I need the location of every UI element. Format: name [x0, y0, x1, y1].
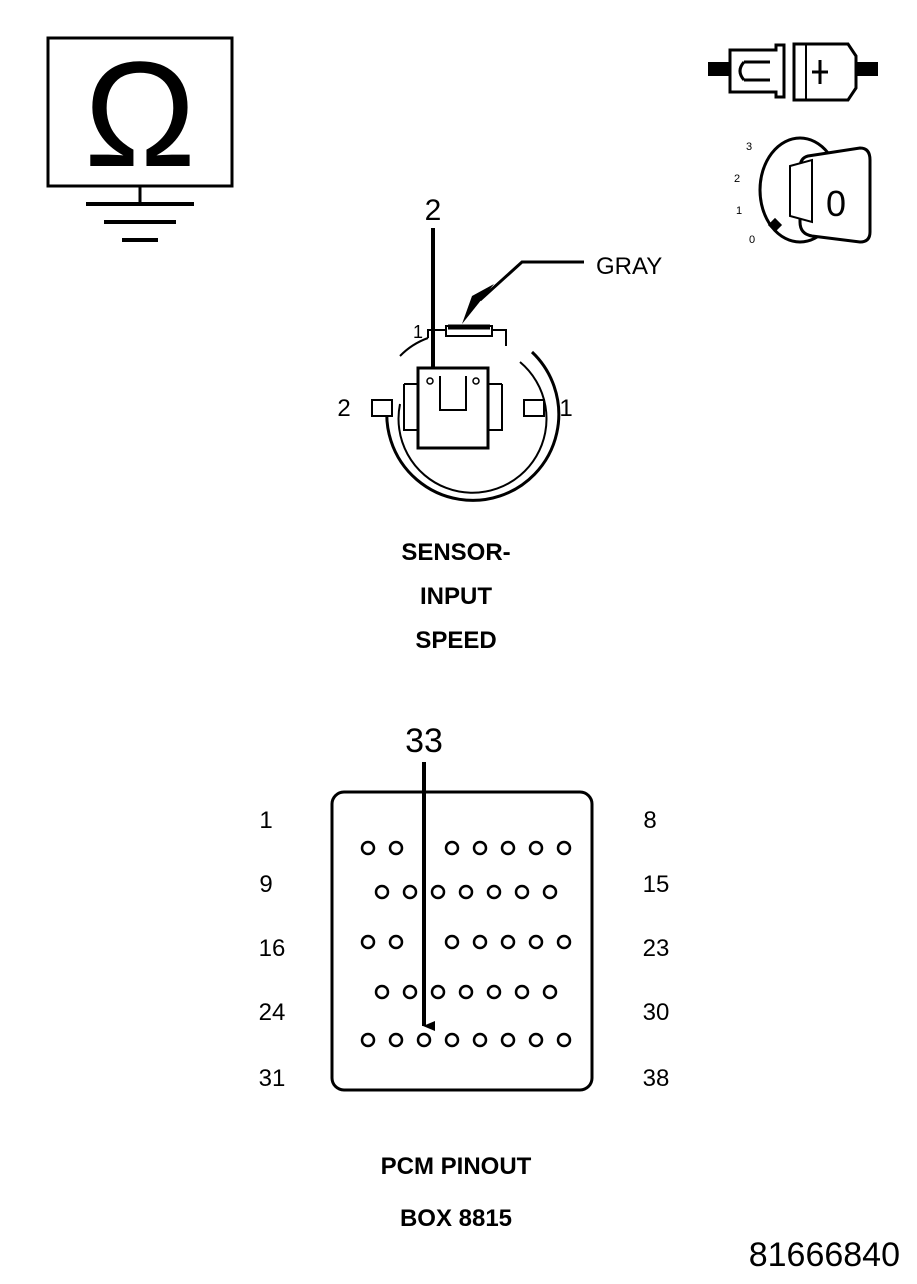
pcm-pin-cavity: [430, 984, 446, 1000]
figure-id: 81666840: [749, 1236, 900, 1274]
pcm-caption-line-2: BOX 8815: [400, 1205, 512, 1232]
pcm-pin-cavity: [458, 984, 474, 1000]
ohmmeter-icon: Ω: [46, 30, 234, 242]
pcm-pin-cavity: [500, 1032, 516, 1048]
pcm-pin-cavity: [486, 984, 502, 1000]
gray-leader-line: [478, 260, 584, 302]
ignition-position-2: 2: [734, 173, 740, 185]
pcm-pin-cavity: [472, 840, 488, 856]
pcm-row-3-left-label: 16: [259, 935, 286, 962]
pcm-row-1-right-label: 8: [643, 807, 656, 834]
pcm-row-4-right-label: 30: [643, 999, 670, 1026]
sensor-caption-line-3: SPEED: [415, 627, 496, 654]
pcm-row-2-right-label: 15: [643, 871, 670, 898]
pcm-pin-cavity: [444, 840, 460, 856]
pcm-row-1-left-label: 1: [259, 807, 272, 834]
pcm-row-5-left-label: 31: [259, 1065, 286, 1092]
ignition-position-3: 3: [746, 141, 752, 153]
sensor-caption-line-1: SENSOR-: [401, 539, 510, 566]
pcm-pin-cavity: [500, 840, 516, 856]
ignition-position-1: 1: [736, 205, 742, 217]
pcm-pin-cavity: [472, 1032, 488, 1048]
sensor-connector: 2 GRAY 1 2 1 SENSOR- INPUT SPEED: [337, 194, 662, 654]
pcm-connector-body: [330, 790, 594, 1092]
pcm-pin-cavity: [402, 884, 418, 900]
ignition-position-0: 0: [749, 234, 755, 246]
pcm-pin-cavity: [388, 934, 404, 950]
pcm-pin-cavity: [528, 1032, 544, 1048]
pcm-pin-cavity: [514, 984, 530, 1000]
pcm-pin-cavity: [444, 1032, 460, 1048]
ignition-key-label: 0: [826, 183, 846, 224]
pcm-pin-cavity: [500, 934, 516, 950]
sensor-connector-body: [371, 324, 561, 502]
gray-leader-arrowhead: [462, 284, 494, 324]
pcm-pin-cavity: [360, 840, 376, 856]
sensor-pointer-pin-label: 2: [425, 194, 442, 227]
pcm-pointer-pin-label: 33: [405, 722, 443, 760]
pcm-pin-cavity: [486, 884, 502, 900]
pcm-pin-cavity: [556, 840, 572, 856]
pcm-row-3-right-label: 23: [643, 935, 670, 962]
ignition-key-icon: 3 2 1 0 0: [734, 136, 872, 246]
sensor-left-cavity-label: 2: [337, 395, 350, 422]
gray-wire-label: GRAY: [596, 253, 662, 280]
pcm-pin-grid: [360, 840, 572, 1048]
sensor-caption-line-2: INPUT: [420, 583, 492, 610]
pcm-pin-cavity: [444, 934, 460, 950]
pcm-row-4-left-label: 24: [259, 999, 286, 1026]
pcm-pin-cavity: [374, 884, 390, 900]
sensor-right-cavity-label: 1: [559, 395, 572, 422]
pcm-pin-cavity: [388, 1032, 404, 1048]
pcm-pin-cavity: [458, 884, 474, 900]
pcm-pin-cavity: [556, 1032, 572, 1048]
pcm-pin-cavity: [514, 884, 530, 900]
pcm-connector: 33 1 9 16 24 31 8 15 23 30 38 PCM PINOUT…: [259, 722, 670, 1232]
pcm-pin-cavity: [430, 884, 446, 900]
ground-icon: [86, 202, 194, 242]
pcm-row-5-right-label: 38: [643, 1065, 670, 1092]
pcm-pin-cavity: [374, 984, 390, 1000]
pcm-row-2-left-label: 9: [259, 871, 272, 898]
pcm-pin-cavity: [542, 884, 558, 900]
pcm-pin-cavity: [360, 934, 376, 950]
pcm-caption-line-1: PCM PINOUT: [381, 1153, 532, 1180]
pcm-pin-cavity: [472, 934, 488, 950]
pcm-pin-cavity: [416, 1032, 432, 1048]
pcm-pin-cavity: [556, 934, 572, 950]
pcm-pin-cavity: [542, 984, 558, 1000]
disconnected-connector-icon: [708, 42, 878, 102]
ohm-symbol: Ω: [84, 30, 196, 198]
pcm-pin-cavity: [388, 840, 404, 856]
sensor-top-cavity-label: 1: [413, 322, 423, 342]
pcm-pin-cavity: [402, 984, 418, 1000]
pcm-pin-cavity: [528, 840, 544, 856]
pcm-pin-cavity: [528, 934, 544, 950]
pcm-pin-cavity: [360, 1032, 376, 1048]
